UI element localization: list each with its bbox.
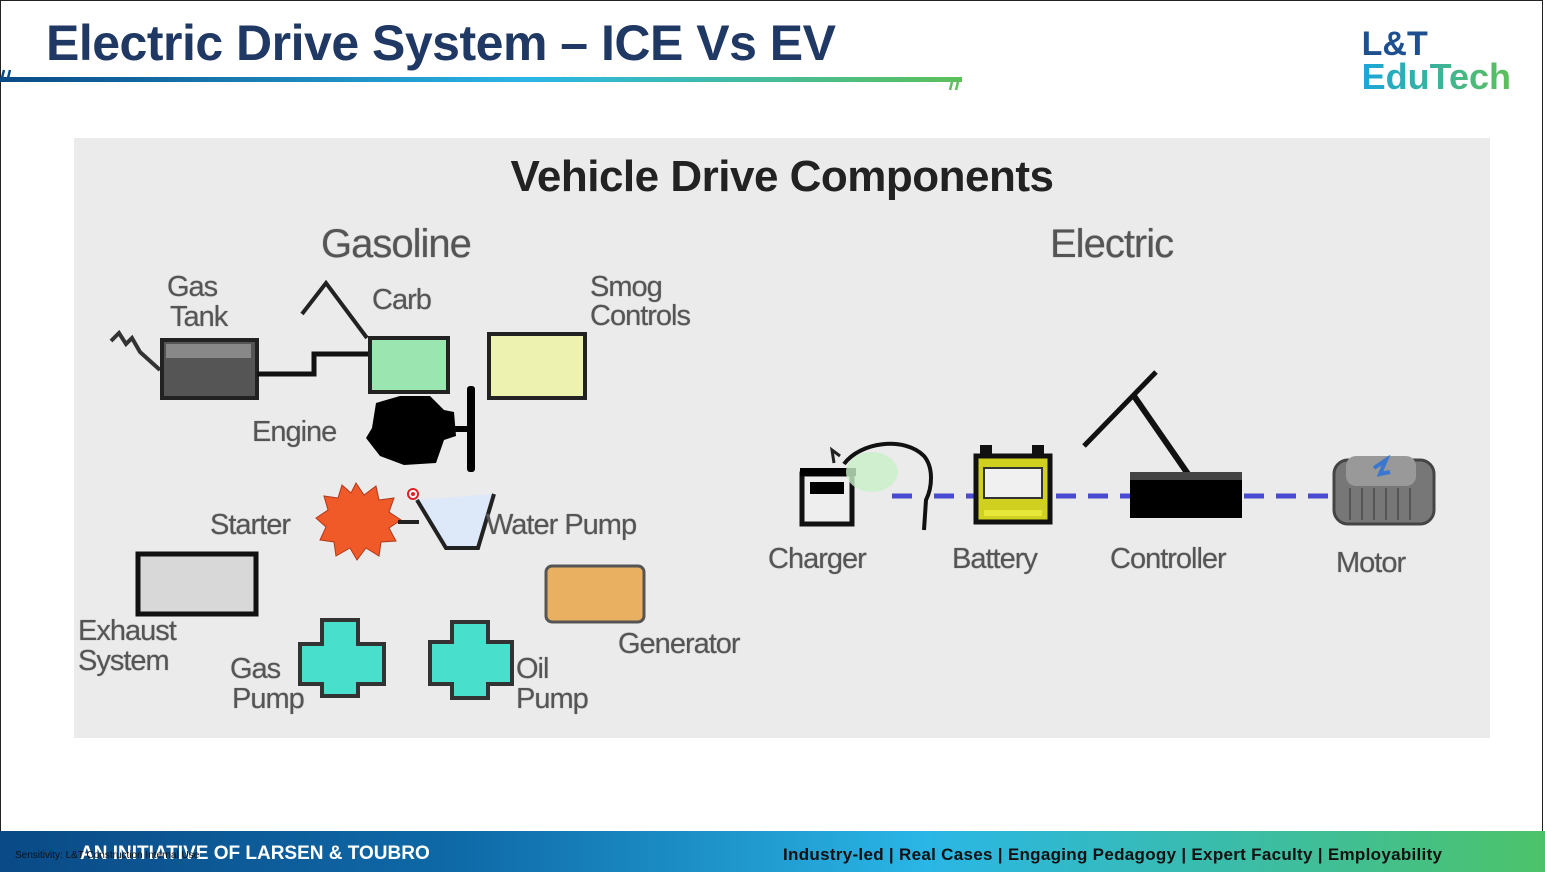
sensitivity-label: Sensitivity: L&T Construction Internal U… [15,850,200,861]
slide-title: Electric Drive System – ICE Vs EV [46,15,836,71]
label-controller: Controller [1110,543,1227,575]
smog-controls-icon [487,332,587,400]
accelerator-linkage [300,279,369,340]
title-underline [0,69,962,91]
motor-icon [1332,454,1436,526]
battery-icon [973,445,1053,525]
label-exhaust-line2: System [78,645,170,677]
generator-icon [544,564,646,624]
label-gas-tank-line1: Gas [167,271,218,303]
exhaust-system-icon [135,551,259,617]
electric-heading: Electric [1050,222,1174,266]
engine-icon [366,386,475,472]
label-charger: Charger [768,543,867,575]
footer-banner: AN INITIATIVE OF LARSEN & TOUBRO Sensiti… [0,831,1545,872]
diagram-title: Vehicle Drive Components [510,152,1054,201]
label-generator: Generator [618,628,741,660]
label-gas-pump-line1: Gas [230,653,281,685]
label-exhaust-line1: Exhaust [78,615,177,647]
lt-edutech-logo: L&T EduTech [1361,25,1511,97]
gasoline-heading: Gasoline [321,222,472,266]
label-gas-pump-line2: Pump [232,683,305,715]
fuel-line [257,351,370,377]
logo-lt: L&T [1361,25,1428,63]
label-smog-line2: Controls [590,300,691,332]
water-pump-icon [415,493,496,550]
starter-icon [315,482,419,561]
logo-edutech: EduTech [1361,56,1511,97]
label-water-pump: Water Pump [486,509,637,541]
footer-tagline: Industry-led | Real Cases | Engaging Ped… [783,845,1443,864]
controller-icon [1082,370,1242,518]
label-starter: Starter [210,509,291,541]
label-carb: Carb [372,284,432,316]
carb-icon [368,336,450,394]
label-oil-pump-line1: Oil [516,653,549,685]
charger-icon [799,441,933,531]
components-graphic [109,279,1436,700]
recording-indicator-icon [407,488,419,500]
label-engine: Engine [252,416,337,448]
label-smog-line1: Smog [590,271,663,303]
drive-components-diagram: Vehicle Drive Components Gasoline Electr… [74,138,1490,738]
label-motor: Motor [1336,547,1406,579]
label-gas-tank-line2: Tank [170,301,228,333]
label-battery: Battery [952,543,1038,575]
oil-pump-icon [428,620,514,700]
label-oil-pump-line2: Pump [516,683,589,715]
gas-pump-icon [298,618,386,698]
footer-initiative: AN INITIATIVE OF LARSEN & TOUBRO [80,843,430,864]
gas-tank-icon [109,329,259,400]
